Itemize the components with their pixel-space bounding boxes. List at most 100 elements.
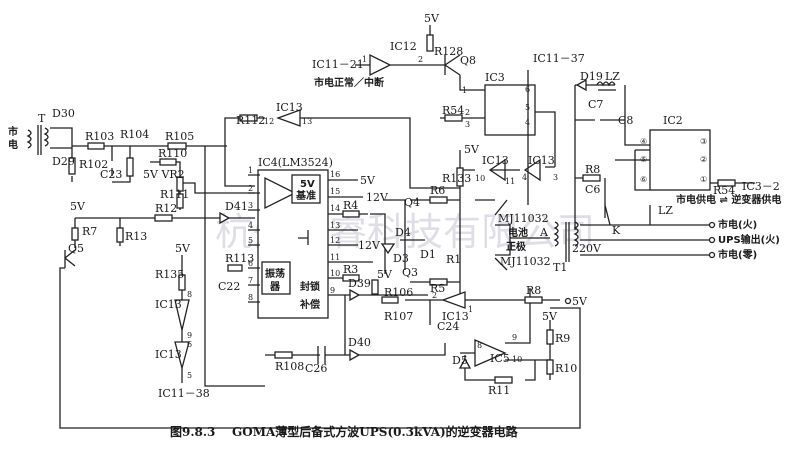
label-ref: 基准 [295,189,316,202]
label-5v: 5V [360,174,376,187]
resistor-r102 [68,157,76,175]
label-pin: 12 [330,236,340,245]
label-ic2: IC2 [663,114,683,127]
label-ic11-21: IC11－21 [312,58,364,71]
diode-d39 [349,288,361,302]
ic13-inverter [441,291,466,309]
label-c26: C26 [305,362,327,375]
resistor-r111 [176,193,184,209]
label-positive: 正极 [506,240,527,253]
label-5v: 5V [377,268,393,281]
label-5v: 5V [542,310,558,323]
resistor-r9 [546,329,554,345]
label-r3: R3 [343,263,358,276]
label-ic4: IC4(LM3524) [258,156,333,169]
label-pin: 3 [465,120,470,129]
label-r108: R108 [275,360,304,373]
label-pin: 10 [475,174,485,183]
resistor-r10 [546,359,554,375]
label-pin: ② [700,155,707,164]
inductor-lz [596,81,616,91]
label-k: K [612,224,621,237]
label-r7: R7 [82,225,97,238]
label-r107: R107 [384,310,413,323]
label-220v: 220V [572,242,602,255]
label-pin: 4 [248,221,253,230]
label-neutral: 市电(零) [718,248,757,261]
resistor-r54-b [717,179,736,187]
label-mains-status: 市电正常／中断 [314,76,384,89]
labels: 市 电 T D30 D29 R103 R102 C23 R104 R105 R1… [8,12,781,400]
label-r135: R135 [155,268,184,281]
label-pin: 1 [362,55,367,64]
resistor-r128 [426,34,434,52]
zener-d4 [380,243,396,255]
diode-d41 [219,211,231,225]
label-d30: D30 [52,107,75,120]
label-oscillator: 振荡 [265,267,285,280]
resistor-r8 [524,296,543,304]
zener-d5 [458,357,472,369]
terminal-5v [564,297,572,305]
label-pin: 2 [465,108,470,117]
label-ic3-2: IC3－2 [742,180,780,193]
label-d40: D40 [348,336,371,349]
terminal-live-in [708,221,716,229]
label-r8: R8 [526,284,541,297]
resistor-r113 [227,264,243,272]
terminal-neutral [708,251,716,259]
label-c8: C8 [618,114,633,127]
resistor-r5 [429,278,448,286]
label-oscillator: 器 [269,281,281,293]
label-pin: 13 [302,117,312,126]
label-ic5: IC5 [490,352,510,365]
label-r111: R111 [160,188,189,201]
label-ic13: IC13 [528,154,555,167]
label-pin: 9 [512,333,517,342]
resistor-r108 [274,351,293,359]
resistor-r4 [342,210,360,218]
label-pin: ⑤ [640,155,647,164]
label-pin: 8 [248,293,253,302]
label-d19: D19 [580,70,603,83]
resistor-r133 [456,167,464,187]
potentiometer-vr2 [176,176,184,192]
label-q8: Q8 [460,54,476,67]
label-r5: R5 [430,282,445,295]
label-d29: D29 [52,155,75,168]
label-r105: R105 [165,130,194,143]
diode-d40 [349,348,361,362]
label-ic13: IC13 [442,310,469,323]
label-power-switch: 市电供电 ⇌ 逆变器供电 [676,193,781,206]
label-pin: 15 [330,187,340,196]
label-a: A [539,226,549,239]
label-battery: 电池 [508,226,528,239]
label-t: T [38,112,46,125]
label-pin: 14 [330,204,340,213]
label-5v: 5V [175,242,191,255]
label-r113: R113 [225,252,254,265]
label-lz: LZ [605,70,620,83]
label-compensation: 补偿 [299,298,320,311]
label-r4: R4 [343,199,358,212]
label-d3: D3 [393,252,409,265]
label-c7: C7 [588,98,603,111]
label-pin: 16 [330,170,340,179]
label-mains-1: 市 [8,125,18,138]
label-r13: R13 [125,230,147,243]
label-r12: R12 [155,202,177,215]
label-pin: 9 [187,331,192,340]
label-ups-out: UPS输出(火) [718,233,780,246]
label-pin: 13 [330,221,340,230]
label-r8: R8 [585,163,600,176]
label-r54: R54 [713,184,735,197]
label-d4: D4 [395,226,411,239]
label-ic13: IC13 [276,101,303,114]
label-ref: 5V [300,179,315,190]
resistor-r54 [444,114,463,122]
resistor-r7 [71,227,79,241]
label-t1: T1 [553,261,567,274]
resistor-r105 [167,142,187,150]
label-ic11-37: IC11－37 [533,52,585,65]
